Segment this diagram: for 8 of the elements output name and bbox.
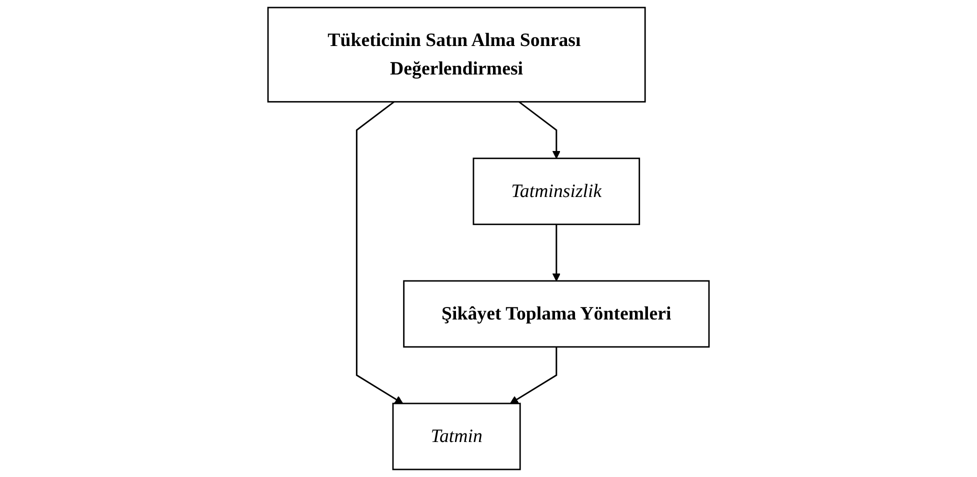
- node-box: Tatmin: [392, 402, 521, 470]
- arrow: [510, 346, 558, 404]
- node-box: Tüketicinin Satın Alma Sonrası Değerlendirmesi: [267, 6, 646, 103]
- arrow: [518, 101, 561, 159]
- node-box: Şikâyet Toplama Yöntemleri: [403, 280, 710, 348]
- arrow: [356, 101, 404, 404]
- arrow: [552, 224, 561, 282]
- node-box: Tatminsizlik: [472, 158, 640, 226]
